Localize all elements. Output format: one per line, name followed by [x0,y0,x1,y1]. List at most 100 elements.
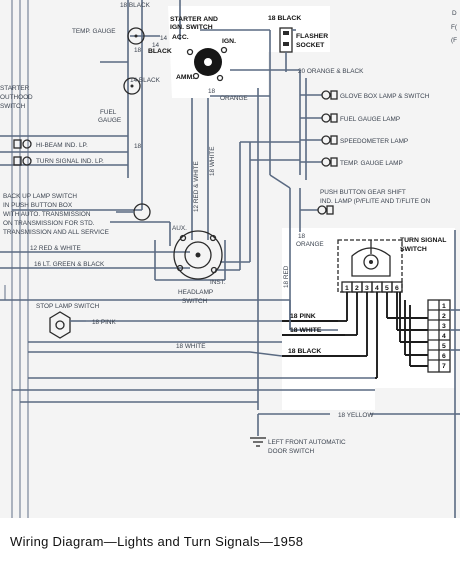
label-w18-white-right: 18 WHITE [290,327,322,334]
label-w18-white-mid: 18 WHITE [176,343,205,350]
label-starter-l2: OUTHOOD [0,94,33,101]
lamp-turn-signal-ind [13,156,32,166]
label-w18-black-right: 18 BLACK [288,348,321,355]
label-w14-black: 14 BLACK [130,77,161,84]
label-sw-t2: 2 [355,285,359,292]
label-backup-1: BACK UP LAMP SWITCH [3,193,77,200]
fuel-gauge [123,77,141,95]
label-backup-5: TRANSMISSION AND ALL SERVICE [3,229,109,236]
label-black: BLACK [148,48,172,55]
label-backup-3: WITH AUTO. TRANSMISSION [3,211,91,218]
label-speedometer-lamp: SPEEDOMETER LAMP [340,138,408,145]
instrument-lamp-bus [269,70,322,330]
label-fuel-gauge-1: FUEL [100,109,117,116]
starter-ignition-switch [186,46,228,82]
headlamp-switch [173,230,223,280]
lamp-speedometer [321,135,338,145]
label-cut-f2: (F [451,37,457,44]
lamp-push-button-gear [300,205,334,215]
highlight-panel-right [282,228,455,410]
label-orange-top: ORANGE [220,95,248,102]
label-left-front-1: LEFT FRONT AUTOMATIC [268,439,346,446]
top-center-wires [179,0,300,410]
left-front-door-switch [250,414,266,447]
label-backup-2: IN PUSH BUTTON BOX [3,202,73,209]
label-left-front-2: DOOR SWITCH [268,448,315,455]
caption-bar [0,518,460,568]
label-rc-1: 1 [442,303,446,310]
label-sw-t4: 4 [375,285,379,292]
turn-signal-switch [337,239,403,379]
label-w16-lt-green-black: 16 LT. GREEN & BLACK [34,261,105,268]
turn-signal-feed-wires [0,299,455,415]
lamp-fuel-gauge [321,113,338,123]
flasher-socket [279,27,296,72]
label-rc-2: 2 [442,313,446,320]
label-pb-gear-1: PUSH BUTTON GEAR SHIFT [320,189,406,196]
label-w18-yellow: 18 YELLOW [338,412,374,419]
label-w18-black-flasher: 18 BLACK [268,15,301,22]
label-pb-gear-2: IND. LAMP (P/FLITE AND T/FLITE ON [320,198,431,205]
label-w20-orange-black: 20 ORANGE & BLACK [298,68,364,75]
label-sw-t6: 6 [395,285,399,292]
label-w14-a: 14 [160,35,168,42]
label-sw-t5: 5 [385,285,389,292]
label-starter-l1: STARTER [0,85,30,92]
label-acc: ACC. [172,34,189,41]
right-edge-wires [454,230,460,520]
label-stop-lamp: STOP LAMP SWITCH [36,303,100,310]
label-ign: IGN. [222,38,236,45]
label-sw-t1: 1 [345,285,349,292]
backup-lamp-switch [116,203,151,221]
label-rc-4: 4 [442,333,446,340]
label-w18-mid: 18 [134,143,142,150]
label-amm: AMM. [176,74,194,81]
label-headlamp-2: SWITCH [182,298,208,305]
left-bus-wires [4,0,29,520]
label-rc-6: 6 [442,353,446,360]
label-rc-3: 3 [442,323,446,330]
label-fuel-gauge-2: GAUGE [98,117,121,124]
label-aux: AUX. [172,225,187,232]
label-orange-mid: ORANGE [296,241,324,248]
label-starter-switch-1: STARTER AND [170,16,218,23]
label-fuel-gauge-lamp: FUEL GAUGE LAMP [340,116,400,123]
temp-gauge [127,27,145,45]
label-backup-4: ON TRANSMISSION FOR STD. [3,220,95,227]
label-w18-red-v: 18 RED [283,265,290,288]
headlamp-area-wires [0,98,300,281]
label-turn-sw-2: SWITCH [400,246,427,253]
label-w12-red-white-v: 12 RED & WHITE [193,161,200,212]
label-hi-beam: HI-BEAM IND. LP. [36,142,88,149]
label-turn-sw-1: TURN SIGNAL [400,237,446,244]
label-w18-orange-mid: 18 [298,233,306,240]
label-turn-ind: TURN SIGNAL IND. LP. [36,158,104,165]
lamp-temp-gauge [321,157,338,167]
label-flasher-1: FLASHER [296,33,328,40]
label-w12-red-white-h: 12 RED & WHITE [30,245,81,252]
label-w18-orange-top: 18 [208,88,216,95]
label-w18-black-top-left: 18 BLACK [120,2,151,9]
diagram-caption: Wiring Diagram—Lights and Turn Signals—1… [10,534,303,549]
label-w18-white-v: 18 WHITE [209,147,216,176]
label-starter-switch-2: IGN. SWITCH [170,24,213,31]
label-cut-f1: F( [451,24,458,31]
label-flasher-2: SOCKET [296,42,325,49]
label-w18-top: 18 [134,47,142,54]
label-temp-gauge: TEMP. GAUGE [72,28,116,35]
label-w18-pink-left: 18 PINK [92,319,117,326]
label-rc-5: 5 [442,343,446,350]
label-cut-d: D [452,10,457,17]
label-sw-t3: 3 [365,285,369,292]
label-starter-l3: SWITCH [0,103,26,110]
lamp-glove-box [321,90,338,100]
label-w18-pink-right: 18 PINK [290,313,316,320]
lamp-hi-beam-ind [13,139,32,149]
label-temp-gauge-lamp: TEMP. GAUGE LAMP [340,160,403,167]
label-rc-7: 7 [442,363,446,370]
label-glove-box: GLOVE BOX LAMP & SWITCH [340,93,430,100]
stop-lamp-switch [49,311,86,339]
label-w14-b: 14 [152,42,160,49]
